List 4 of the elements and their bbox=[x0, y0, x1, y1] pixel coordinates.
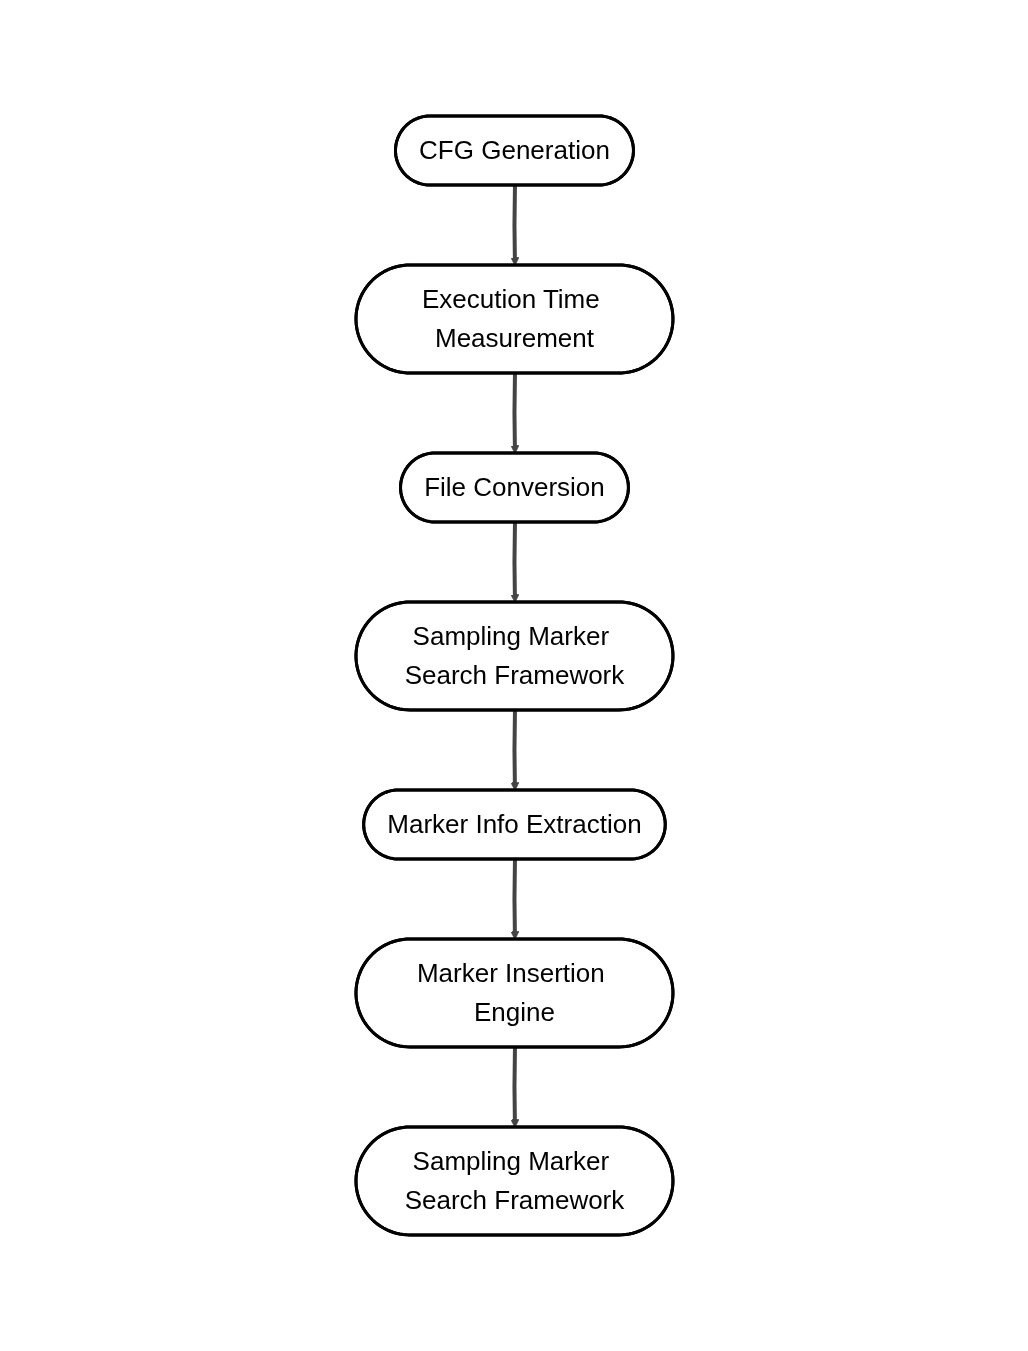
arrow bbox=[510, 710, 519, 791]
arrow bbox=[510, 185, 519, 266]
arrow bbox=[510, 373, 519, 454]
arrow bbox=[510, 522, 519, 603]
